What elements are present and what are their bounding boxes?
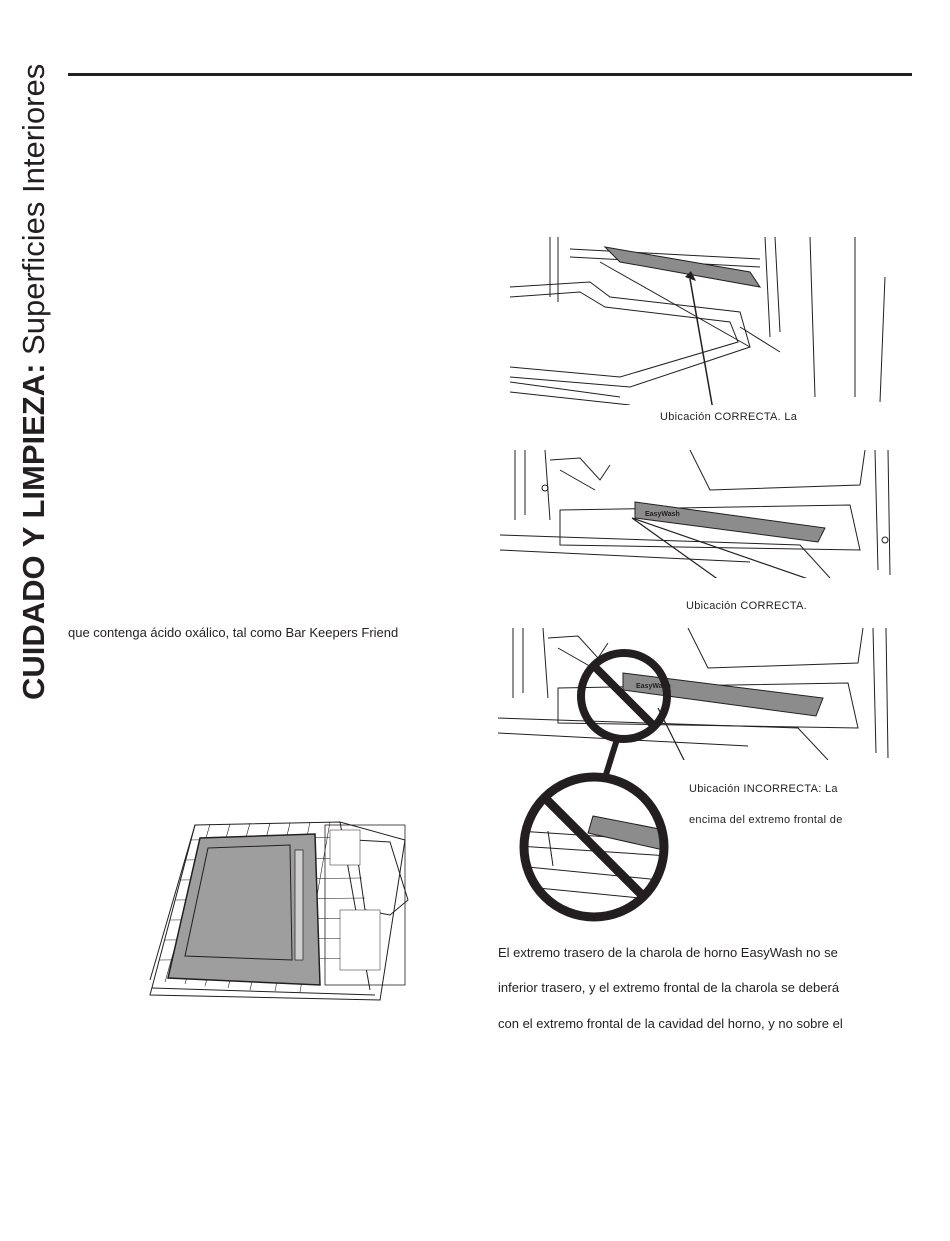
pan-label-3: EasyWash (636, 683, 671, 690)
no-symbol-detail (518, 771, 670, 923)
dishwasher-basket-illustration (140, 820, 420, 1020)
right-text-line3: con el extremo frontal de la cavidad del… (498, 1016, 843, 1031)
header-rule (68, 73, 912, 76)
left-body-text: que contenga ácido oxálico, tal como Bar… (68, 625, 399, 640)
figure-correct-placement-2: EasyWash (500, 450, 902, 578)
figure3-caption-line1: Ubicación INCORRECTA: La (689, 783, 838, 795)
pan-label-2: EasyWash (645, 511, 680, 518)
side-title-bold: CUIDADO Y LIMPIEZA: (16, 363, 51, 700)
figure-incorrect-placement: EasyWash (498, 628, 902, 760)
callout-connector (601, 736, 621, 781)
figure1-caption: Ubicación CORRECTA. La (660, 411, 798, 423)
side-title: CUIDADO Y LIMPIEZA: Superficies Interior… (14, 30, 54, 700)
figure2-caption: Ubicación CORRECTA. (686, 600, 808, 612)
figure3-caption-line2: encima del extremo frontal de (689, 814, 843, 826)
right-text-line2: inferior trasero, y el extremo frontal d… (498, 980, 840, 995)
side-title-light: Superficies Interiores (16, 63, 51, 355)
figure-correct-placement-1 (510, 237, 892, 405)
right-text-line1: El extremo trasero de la charola de horn… (498, 945, 838, 960)
